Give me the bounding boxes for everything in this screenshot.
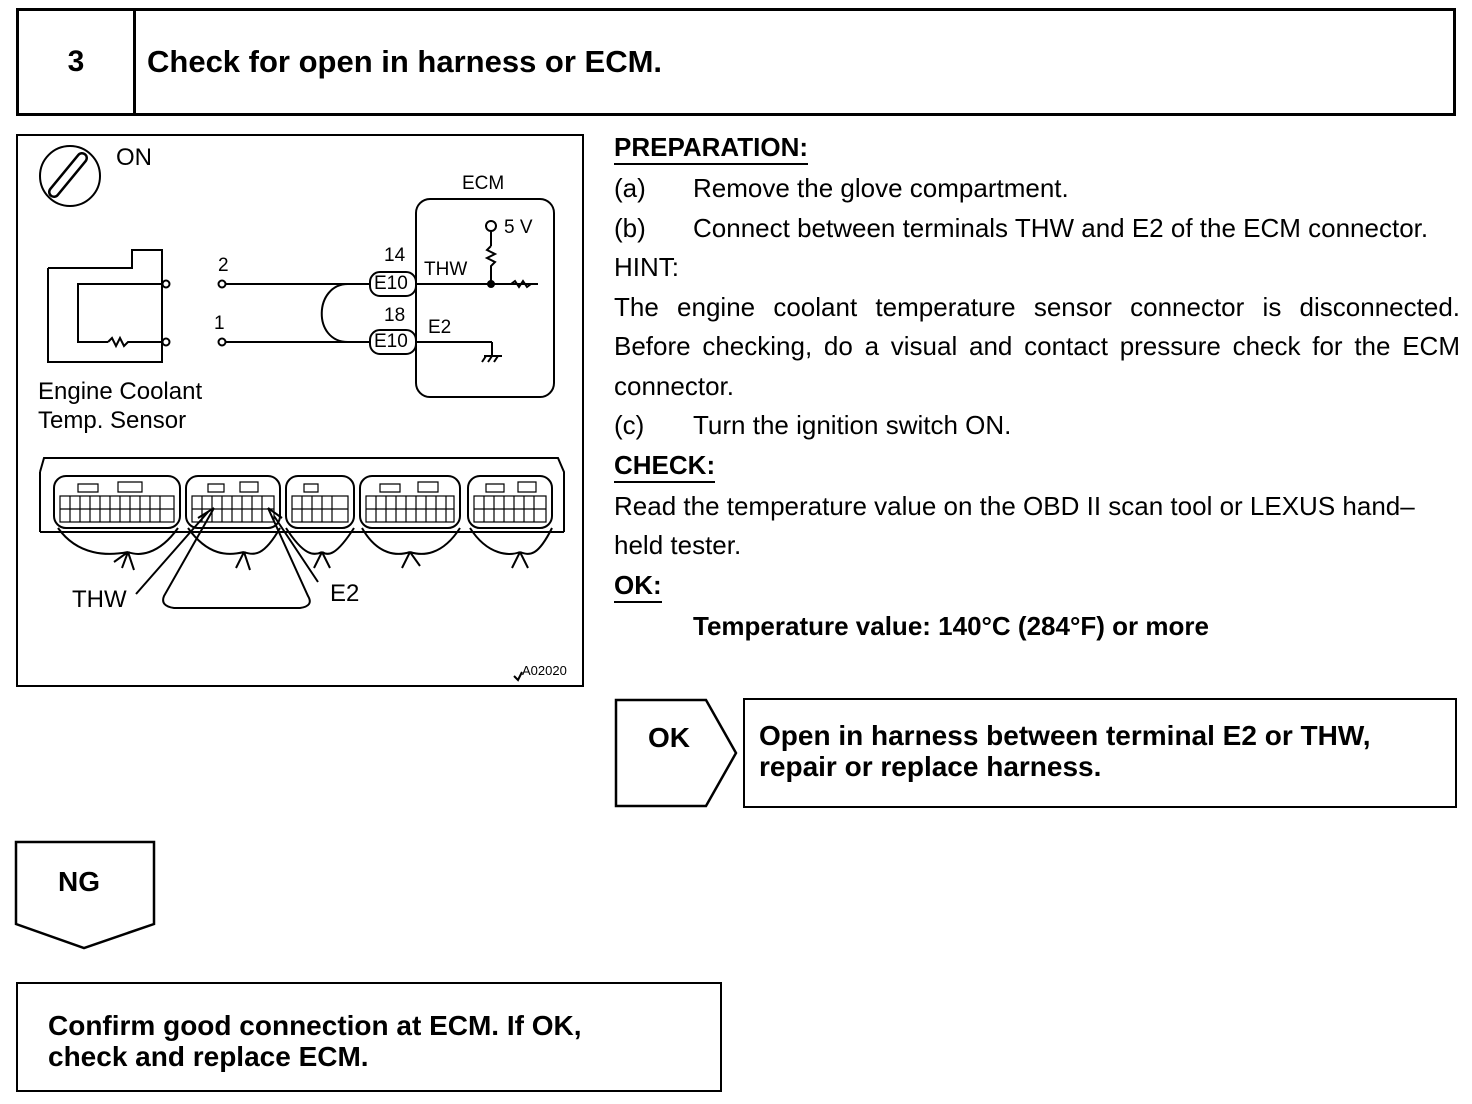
procedure-text: PREPARATION: (a) Remove the glove compar…: [614, 128, 1460, 646]
thw-callout: THW: [72, 586, 127, 613]
pin-18-label: 18: [384, 305, 406, 326]
ok-result-box: Open in harness between terminal E2 or T…: [743, 698, 1457, 808]
step-c: (c) Turn the ignition switch ON.: [614, 406, 1460, 446]
ecm-connector-bank: [39, 457, 565, 571]
pin-2-label: 2: [218, 255, 229, 276]
ok-heading: OK:: [614, 569, 662, 603]
sensor-label-line2: Temp. Sensor: [38, 407, 187, 434]
sensor-label-line1: Engine Coolant: [38, 378, 203, 405]
step-b-label: (b): [614, 212, 646, 243]
ng-result-line2: check and replace ECM.: [48, 1041, 369, 1072]
ecm-label: ECM: [462, 173, 505, 194]
step-a-label: (a): [614, 173, 646, 203]
step-a: (a) Remove the glove compartment.: [614, 169, 1460, 209]
step-c-text: Turn the ignition switch ON.: [693, 410, 1012, 440]
ok-arrow: OK: [614, 698, 742, 815]
pin-14-label: 14: [384, 245, 406, 266]
e2-terminal-label: E2: [428, 317, 452, 338]
ok-result-line2: repair or replace harness.: [759, 751, 1102, 782]
pin-1-label: 1: [214, 313, 225, 334]
ng-result-line1: Confirm good connection at ECM. If OK,: [48, 1010, 582, 1041]
voltage-label: 5 V: [504, 217, 533, 238]
hint-heading: HINT:: [614, 252, 679, 282]
ng-arrow-shape: [14, 840, 156, 950]
sensor-body: [47, 249, 171, 363]
step-header: 3 Check for open in harness or ECM.: [16, 8, 1456, 116]
ignition-key-icon: [39, 145, 101, 207]
figure-code: A02020: [522, 663, 567, 678]
step-b-text: Connect between terminals THW and E2 of …: [693, 212, 1429, 243]
ignition-label: ON: [116, 144, 152, 171]
ng-arrow: NG: [14, 840, 158, 957]
hint-text: The engine coolant temperature sensor co…: [614, 291, 1460, 401]
step-b: (b) Connect between terminals THW and E2…: [614, 209, 1460, 249]
wiring-diagram: ON ECM 5 V 2 1 14 18 E10 E10 THW E2 Engi…: [16, 134, 584, 687]
e2-callout: E2: [330, 580, 360, 607]
thw-terminal-label: THW: [424, 259, 468, 280]
ng-arrow-label: NG: [58, 866, 100, 897]
step-c-label: (c): [614, 410, 645, 440]
check-heading: CHECK:: [614, 449, 716, 483]
ok-arrow-shape: [614, 698, 738, 808]
ok-result-line1: Open in harness between terminal E2 or T…: [759, 720, 1371, 751]
ok-spec: Temperature value: 140°C (284°F) or more: [693, 610, 1209, 641]
connector-upper-label: E10: [374, 273, 408, 294]
step-number: 3: [19, 11, 136, 113]
ng-result-box: Confirm good connection at ECM. If OK, c…: [16, 982, 722, 1092]
step-title: Check for open in harness or ECM.: [147, 44, 663, 79]
check-text: Read the temperature value on the OBD II…: [614, 490, 1415, 561]
preparation-heading: PREPARATION:: [614, 131, 809, 165]
ok-arrow-label: OK: [648, 722, 690, 753]
connector-lower-label: E10: [374, 331, 408, 352]
wiring-diagram-graphic: [39, 145, 565, 682]
step-a-text: Remove the glove compartment.: [693, 173, 1069, 203]
